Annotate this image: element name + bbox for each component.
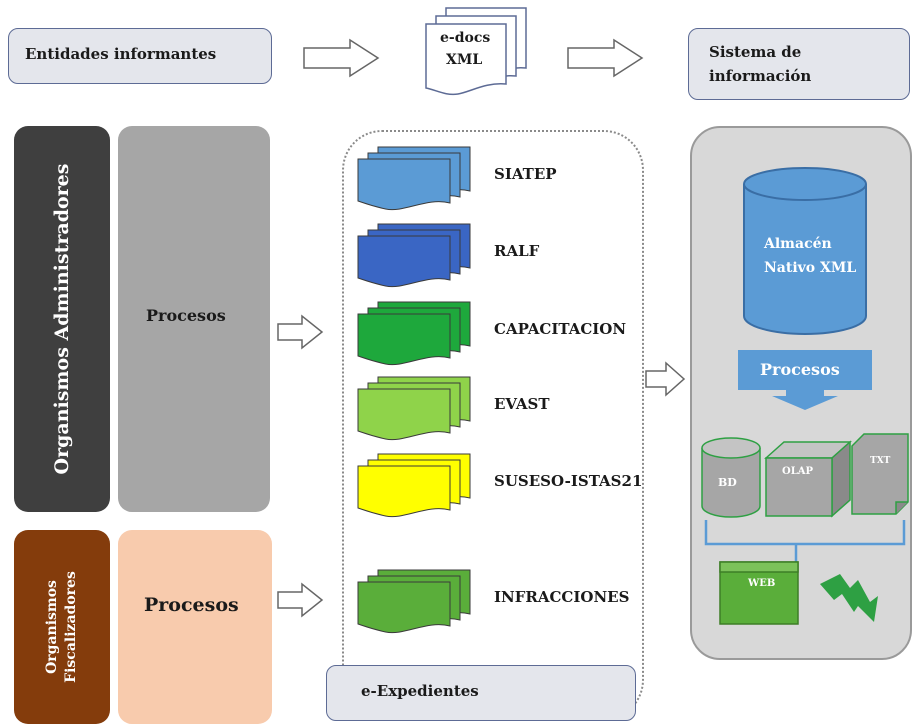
entidades-informantes-label: Entidades informantes	[25, 45, 217, 63]
procesos-admin-label: Procesos	[146, 306, 226, 325]
procesos-callout-icon	[738, 350, 872, 410]
arrow-icon	[303, 38, 380, 78]
web-label: WEB	[748, 578, 776, 589]
arrow-icon	[277, 314, 324, 350]
edocs-label: e-docs	[440, 30, 491, 46]
organismos-fiscalizadores-label: Organismos Fiscalizadores	[43, 571, 81, 683]
expediente-label: INFRACCIONES	[494, 588, 630, 606]
organismos-administradores-bar	[14, 126, 110, 512]
e-expedientes-label: e-Expedientes	[361, 682, 479, 700]
procesos-fisc-label: Procesos	[144, 594, 239, 616]
expediente-label: SIATEP	[494, 165, 557, 183]
expediente-stack-icon	[357, 453, 471, 518]
arrow-icon	[277, 582, 324, 618]
expediente-stack-icon	[357, 376, 471, 441]
almacen-cylinder-icon	[743, 167, 867, 335]
xml-label: XML	[446, 52, 483, 68]
txt-document-icon	[851, 433, 909, 515]
procesos-fisc-box: Procesos	[118, 530, 272, 724]
lightning-bolt-icon	[820, 574, 878, 622]
arrow-icon	[567, 38, 644, 78]
olap-cube-icon	[764, 440, 852, 518]
expediente-label: CAPACITACION	[494, 320, 627, 338]
web-box-icon	[719, 561, 799, 625]
sistema-line1: Sistema de	[709, 43, 802, 61]
expediente-label: RALF	[494, 242, 540, 260]
olap-label: OLAP	[782, 466, 814, 477]
almacen-line1: Almacén	[764, 236, 832, 252]
bd-cylinder-icon	[701, 437, 761, 518]
fiscalizadores-line2: Fiscalizadores	[63, 571, 79, 683]
sistema-informacion-box: Sistema de información	[688, 28, 910, 100]
entidades-informantes-box: Entidades informantes	[8, 28, 272, 84]
connector-lines	[704, 520, 906, 562]
almacen-line2: Nativo XML	[764, 260, 857, 276]
bd-label: BD	[718, 476, 737, 489]
e-expedientes-label-box: e-Expedientes	[326, 665, 636, 721]
expediente-label: EVAST	[494, 395, 550, 413]
procesos-sistema-label: Procesos	[760, 360, 840, 379]
expediente-stack-icon	[357, 569, 471, 634]
expediente-stack-icon	[357, 223, 471, 288]
organismos-administradores-label: Organismos Administradores	[51, 163, 73, 475]
txt-label: TXT	[870, 456, 891, 466]
procesos-admin-box: Procesos	[118, 126, 270, 512]
fiscalizadores-line1: Organismos	[44, 580, 60, 674]
document-stack-icon	[425, 7, 527, 96]
sistema-line2: información	[709, 67, 812, 85]
organismos-fiscalizadores-bar	[14, 530, 110, 724]
expediente-label: SUSESO-ISTAS21	[494, 472, 643, 490]
arrow-icon	[645, 361, 686, 397]
expediente-stack-icon	[357, 146, 471, 211]
expediente-stack-icon	[357, 301, 471, 366]
